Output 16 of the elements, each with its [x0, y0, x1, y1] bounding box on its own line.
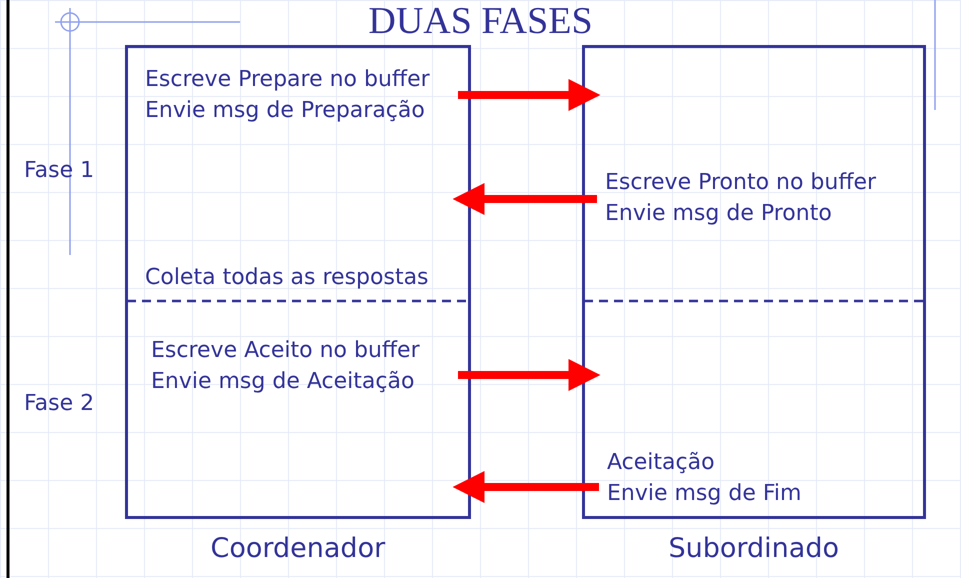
- step-text: Escreve Prepare no buffer Envie msg de Preparação: [145, 64, 430, 126]
- step-text: Aceitação Envie msg de Fim: [607, 447, 802, 509]
- step-text: Escreve Pronto no buffer Envie msg de Pronto: [605, 167, 876, 229]
- message-arrow: [452, 471, 599, 503]
- message-arrow: [458, 79, 600, 111]
- participant-name: Subordinado: [668, 533, 839, 564]
- participant-name: Coordenador: [210, 533, 386, 564]
- participant-box: [125, 45, 471, 519]
- title: DUAS FASES: [367, 0, 594, 42]
- step-text: Escreve Aceito no buffer Envie msg de Aceitação: [151, 335, 420, 397]
- participant-box: [582, 45, 926, 519]
- message-arrow: [452, 183, 597, 215]
- phase-label: Fase 1: [24, 158, 94, 183]
- phase-label: Fase 2: [24, 391, 94, 416]
- step-text: Coleta todas as respostas: [145, 262, 429, 293]
- message-arrow: [458, 359, 600, 391]
